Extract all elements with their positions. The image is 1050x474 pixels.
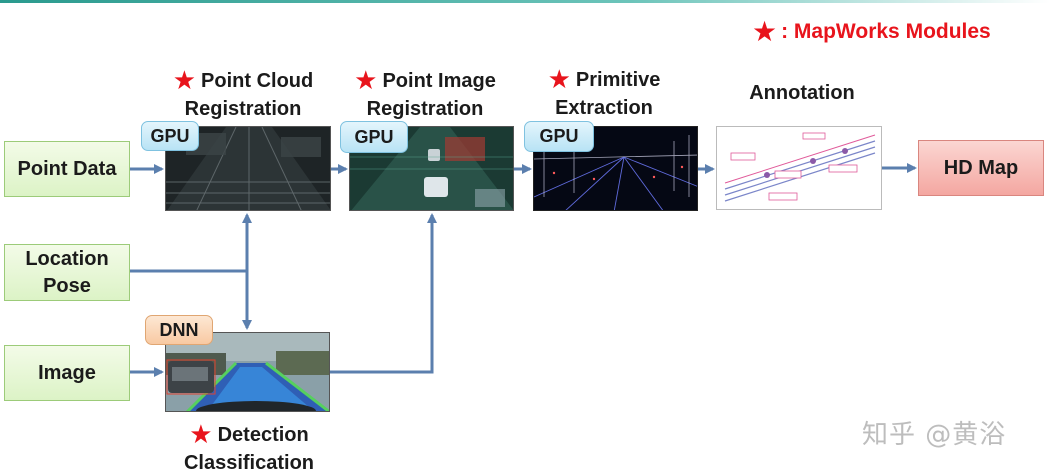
top-accent-line [0, 0, 1050, 3]
stage-title-point-cloud-registration: ★Point Cloud Registration [158, 66, 328, 123]
stage-title-text: Annotation [749, 82, 855, 104]
arrow-detection-to-image-reg [330, 213, 437, 374]
input-image: Image [4, 345, 130, 401]
stage-title-detection-classification: ★Detection Classification [164, 420, 334, 474]
gpu-badge-label: GPU [150, 125, 190, 146]
star-icon: ★ [752, 16, 778, 47]
legend-text: : MapWorks Modules [781, 20, 991, 43]
input-location-pose-label: Location Pose [25, 247, 109, 297]
star-icon: ★ [547, 64, 571, 94]
star-icon: ★ [172, 65, 197, 95]
stage-title-primitive-extraction: ★Primitive Extraction [534, 65, 674, 122]
stage-title-text: Point Image Registration [366, 70, 496, 120]
point-image-render [350, 127, 513, 210]
gpu-badge-point-cloud: GPU [141, 121, 199, 151]
stage-title-annotation: Annotation [722, 79, 882, 107]
annotation-render [717, 127, 881, 209]
legend: ★ : MapWorks Modules [752, 16, 991, 48]
star-icon: ★ [189, 419, 213, 449]
input-image-label: Image [38, 361, 96, 384]
detection-image [165, 332, 330, 412]
watermark: 知乎 @黄浴 [862, 420, 1007, 450]
dnn-badge-label: DNN [159, 319, 199, 340]
gpu-badge-label: GPU [539, 126, 579, 146]
output-hd-map-label: HD Map [943, 156, 1019, 179]
annotation-image [716, 126, 882, 210]
stage-title-text: Point Cloud Registration [184, 70, 314, 120]
gpu-badge-primitive: GPU [524, 121, 594, 152]
input-point-data: Point Data [4, 141, 130, 197]
input-location-pose: Location Pose [4, 244, 130, 301]
stage-title-point-image-registration: ★Point Image Registration [340, 66, 510, 123]
gpu-badge-point-image: GPU [340, 121, 408, 153]
star-icon: ★ [354, 65, 378, 95]
detection-render [166, 333, 329, 411]
output-hd-map: HD Map [918, 140, 1044, 196]
dnn-badge-detection: DNN [145, 315, 213, 345]
stage-title-text: Detection Classification [183, 424, 315, 474]
point-image-image [349, 126, 514, 211]
input-point-data-label: Point Data [17, 157, 117, 180]
stage-title-text: Primitive Extraction [555, 69, 661, 119]
gpu-badge-label: GPU [354, 126, 394, 147]
